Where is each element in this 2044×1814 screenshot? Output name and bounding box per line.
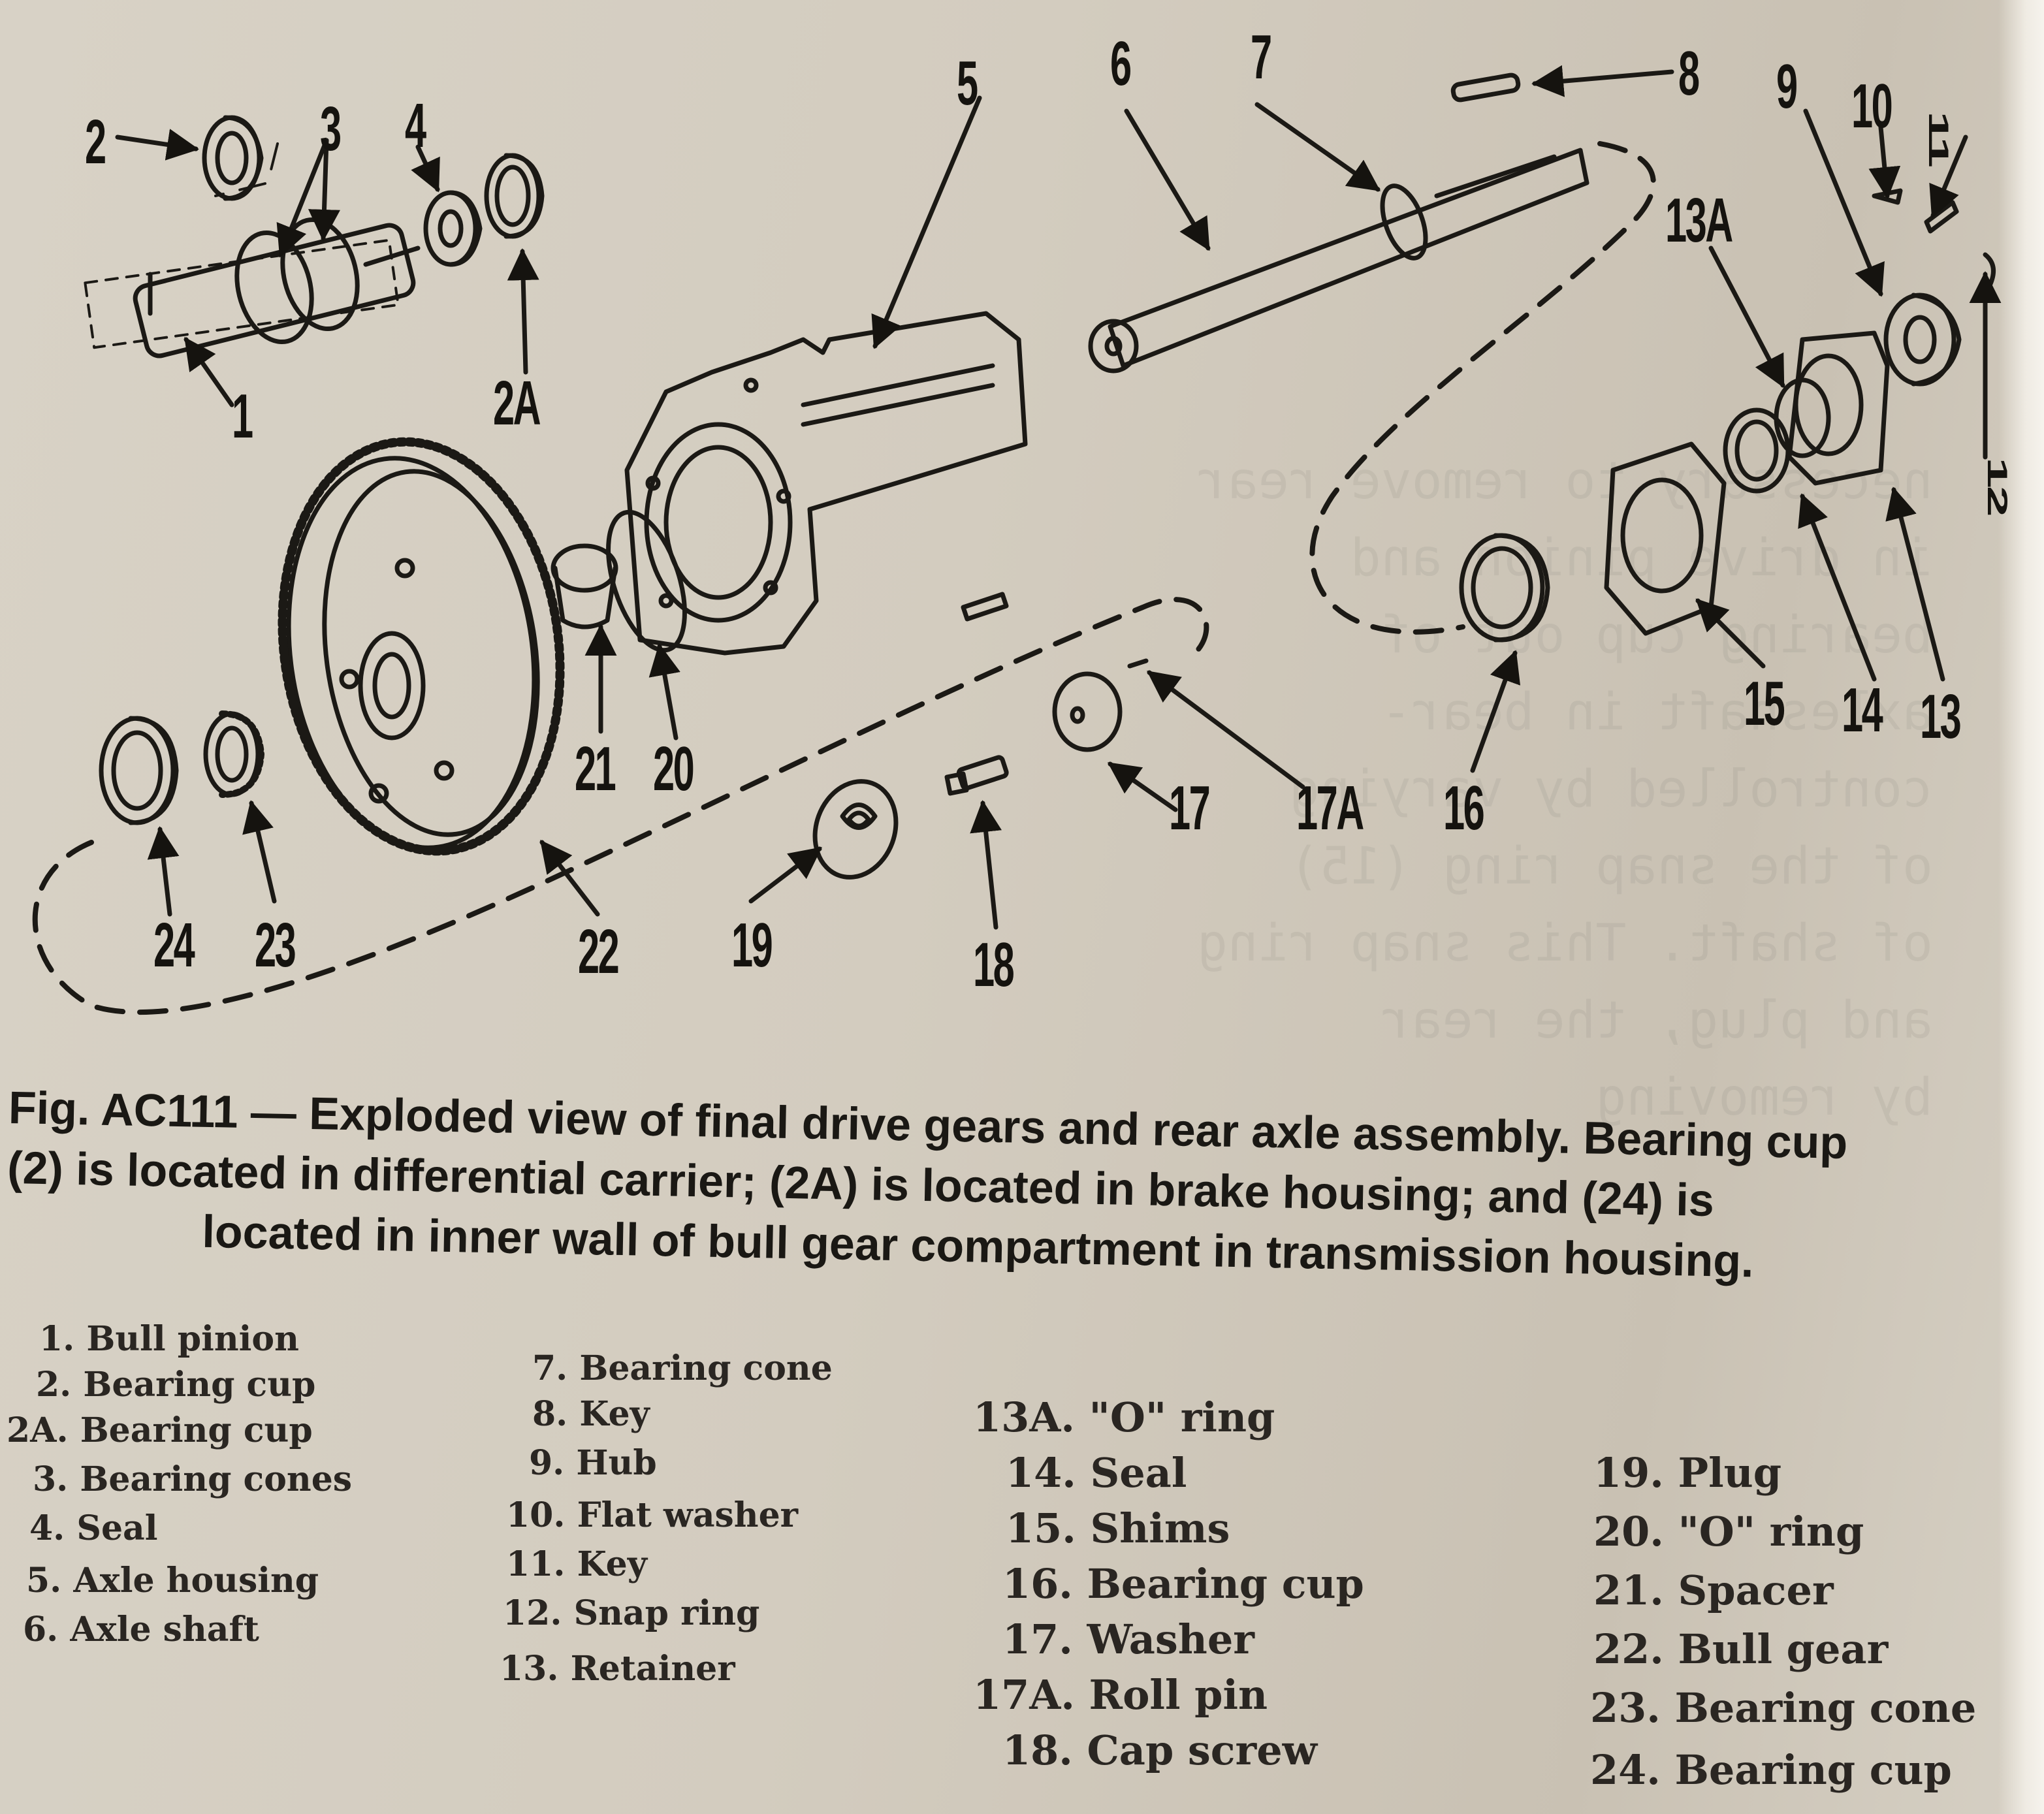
callout-14: 14 bbox=[1842, 675, 1883, 745]
key-11-part bbox=[1924, 200, 1959, 234]
legend-item: 12. Snap ring bbox=[503, 1593, 760, 1633]
washer-17-part bbox=[1052, 671, 1123, 752]
retainer-part bbox=[1787, 330, 1890, 486]
callout-3: 3 bbox=[320, 94, 342, 164]
legend-item: 2. Bearing cup bbox=[36, 1365, 316, 1405]
callout-9: 9 bbox=[1776, 52, 1798, 121]
exploded-view-diagram bbox=[32, 65, 2002, 1015]
bearing-cup-24-part bbox=[99, 716, 179, 825]
shims-part bbox=[1604, 441, 1727, 636]
callout-15: 15 bbox=[1744, 669, 1785, 739]
assembly-path-pinion bbox=[214, 142, 279, 197]
legend-item: 21. Spacer bbox=[1593, 1567, 1834, 1614]
seal-14-part bbox=[1723, 407, 1791, 494]
callout-16: 16 bbox=[1443, 773, 1485, 843]
legend-item: 2A. Bearing cup bbox=[7, 1410, 313, 1450]
legend-item: 16. Bearing cup bbox=[1002, 1560, 1364, 1608]
callout-13a: 13A bbox=[1665, 185, 1733, 255]
legend-item: 23. Bearing cone bbox=[1590, 1684, 1977, 1732]
callout-12: 12 bbox=[1981, 457, 2013, 515]
assembly-path-lower bbox=[32, 597, 1209, 1015]
legend-item: 5. Axle housing bbox=[26, 1561, 319, 1600]
legend-item: 14. Seal bbox=[1006, 1449, 1187, 1497]
legend-item: 7. Bearing cone bbox=[532, 1348, 833, 1388]
legend-item: 20. "O" ring bbox=[1593, 1508, 1864, 1555]
axle-housing-part bbox=[624, 311, 1028, 656]
callout-21: 21 bbox=[575, 734, 616, 804]
legend-item: 10. Flat washer bbox=[506, 1495, 799, 1535]
callout-20: 20 bbox=[653, 734, 695, 804]
callout-4: 4 bbox=[405, 91, 426, 161]
callout-7: 7 bbox=[1251, 22, 1272, 92]
bearing-cone-23-part bbox=[203, 710, 264, 798]
assembly-path-upper bbox=[1309, 141, 1656, 635]
legend-item: 17. Washer bbox=[1002, 1615, 1254, 1663]
legend-item: 8. Key bbox=[532, 1394, 650, 1434]
callout-19: 19 bbox=[731, 910, 773, 980]
bull-gear-part bbox=[278, 437, 565, 856]
callout-13: 13 bbox=[1920, 682, 1962, 752]
legend-item: 3. Bearing cones bbox=[33, 1459, 353, 1499]
legend-item: 19. Plug bbox=[1593, 1449, 1782, 1497]
callout-1: 1 bbox=[232, 381, 253, 451]
callout-18: 18 bbox=[973, 930, 1015, 1000]
bearing-cup-2a-part bbox=[484, 153, 545, 239]
legend-item: 1. Bull pinion bbox=[39, 1319, 299, 1359]
hub-part bbox=[1883, 293, 1962, 387]
callout-17: 17 bbox=[1169, 773, 1211, 843]
roll-pin-part bbox=[1127, 658, 1149, 669]
cap-screw-part bbox=[944, 755, 1009, 796]
callout-17a: 17A bbox=[1296, 773, 1364, 843]
callout-2: 2 bbox=[85, 107, 106, 177]
bearing-cup-16-part bbox=[1459, 533, 1550, 643]
callout-6: 6 bbox=[1110, 29, 1132, 99]
legend-item: 15. Shims bbox=[1006, 1504, 1230, 1552]
o-ring-13a-part bbox=[1774, 377, 1831, 458]
callout-2a: 2A bbox=[493, 368, 541, 438]
seal-4-part bbox=[423, 190, 483, 267]
plug-part bbox=[812, 779, 899, 880]
callout-24: 24 bbox=[153, 910, 195, 980]
figure-caption: Fig. AC111 — Exploded view of final driv… bbox=[6, 1077, 2034, 1296]
legend-item: 11. Key bbox=[506, 1544, 647, 1584]
callout-11: 11 bbox=[1923, 111, 1955, 165]
callout-23: 23 bbox=[255, 910, 296, 980]
legend-item: 9. Hub bbox=[529, 1443, 657, 1483]
legend-item: 4. Seal bbox=[29, 1508, 158, 1548]
legend-item: 6. Axle shaft bbox=[23, 1610, 259, 1649]
legend-item: 22. Bull gear bbox=[1593, 1625, 1889, 1673]
legend-item: 24. Bearing cup bbox=[1590, 1746, 1952, 1794]
legend-item: 13A. "O" ring bbox=[973, 1393, 1275, 1441]
callout-10: 10 bbox=[1851, 71, 1893, 141]
key-8-part bbox=[1450, 72, 1521, 103]
bull-pinion-part bbox=[84, 217, 421, 358]
legend-item: 18. Cap screw bbox=[1002, 1726, 1318, 1774]
legend-item: 17A. Roll pin bbox=[973, 1671, 1268, 1719]
bearing-cup-2-part bbox=[202, 115, 264, 201]
axle-shaft-part bbox=[1088, 148, 1589, 374]
callout-22: 22 bbox=[578, 917, 620, 987]
legend-item: 13. Retainer bbox=[500, 1649, 735, 1689]
callout-8: 8 bbox=[1678, 39, 1700, 108]
page-edge bbox=[1998, 0, 2044, 1814]
small-cap-screw-part bbox=[961, 592, 1009, 622]
callout-5: 5 bbox=[957, 48, 978, 118]
